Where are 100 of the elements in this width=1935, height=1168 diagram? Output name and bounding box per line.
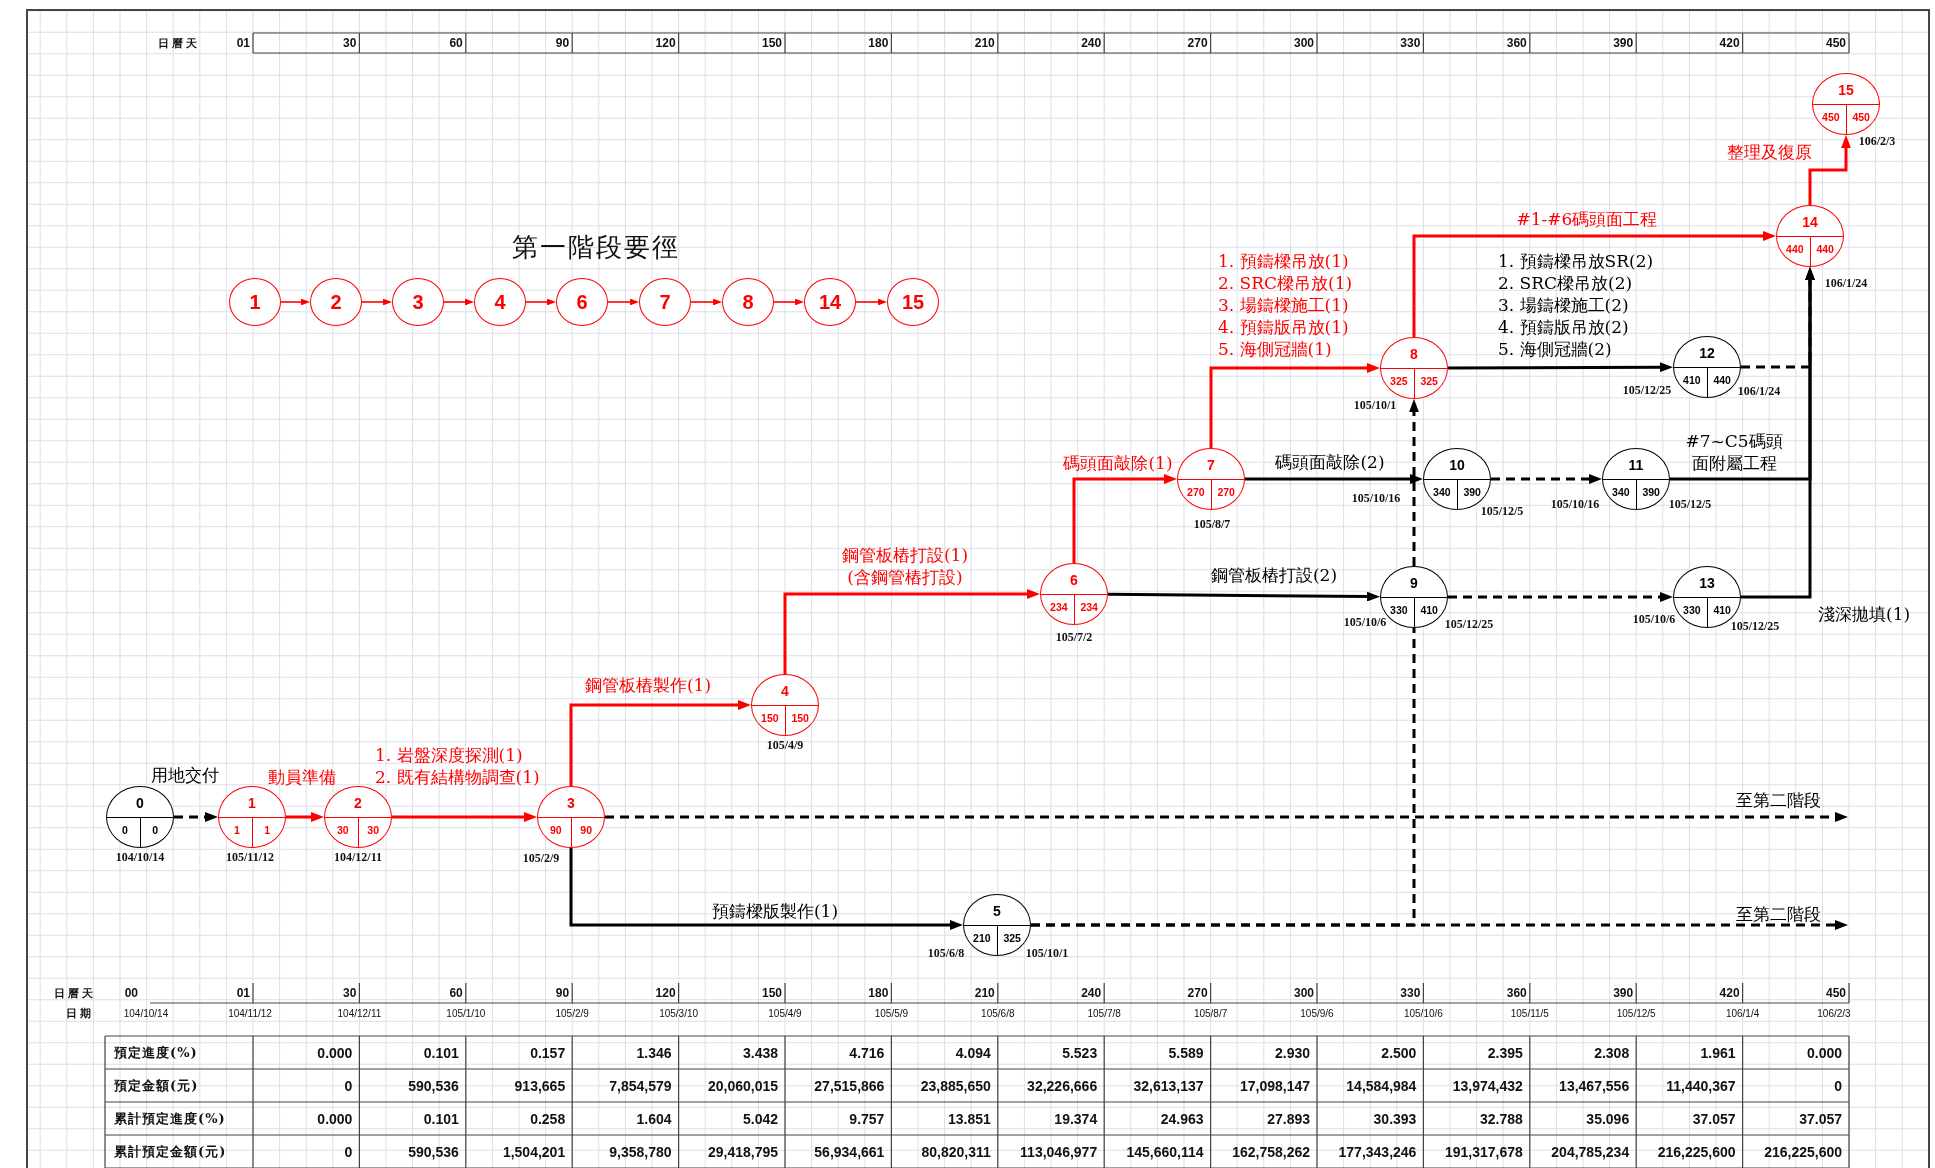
time-value: 440 [1816, 243, 1834, 256]
step-circle [392, 278, 444, 326]
time-value: 150 [761, 712, 779, 725]
day-number: 150 [761, 986, 782, 1000]
table-value: 0.101 [423, 1110, 459, 1127]
arrow [443, 298, 473, 306]
day-number: 240 [1081, 986, 1102, 1000]
date-label: 105/10/6 [1343, 614, 1387, 630]
time-value: 410 [1420, 604, 1438, 617]
row-heading: 累計預定進度(%) [114, 1109, 226, 1128]
day-number: 450 [1825, 986, 1846, 1000]
day-number: 210 [974, 36, 995, 50]
arrow [525, 298, 555, 306]
table-value: 9.757 [849, 1110, 885, 1127]
arrow [605, 812, 1846, 822]
table-value: 17,098,147 [1239, 1077, 1310, 1094]
event-circle [1673, 336, 1741, 398]
table-value: 32,226,666 [1027, 1077, 1098, 1094]
time-value: 150 [791, 712, 809, 725]
day-number: 330 [1400, 36, 1421, 50]
event-number: 8 [1410, 345, 1418, 362]
time-value: 325 [1003, 932, 1021, 945]
axis-heading: 日期 [66, 1005, 94, 1021]
table-value: 216,225,600 [1764, 1143, 1842, 1160]
arrow [1491, 474, 1600, 484]
edge-label: 整理及復原 [1726, 141, 1812, 163]
time-value: 30 [336, 824, 349, 837]
day-number: 390 [1613, 986, 1634, 1000]
time-value: 340 [1433, 486, 1451, 499]
table-value: 5.042 [742, 1110, 778, 1127]
time-value: 410 [1713, 604, 1731, 617]
edge-label: 1. 預鑄樑吊放SR(2)2. SRC樑吊放(2)3. 場鑄樑施工(2)4. 預鑄版吊放(2)5. 海側冠牆(2) [1498, 250, 1654, 360]
day-number: 300 [1293, 986, 1314, 1000]
date-label: 105/9/6 [1300, 1007, 1334, 1019]
time-value: 1 [264, 824, 271, 837]
date-label: 105/10/1 [1025, 945, 1069, 961]
day-number: 120 [655, 986, 676, 1000]
table-value: 2.930 [1274, 1044, 1310, 1061]
time-value: 330 [1390, 604, 1408, 617]
table-value: 27.893 [1267, 1110, 1310, 1127]
time-value: 0 [152, 824, 159, 837]
table-value: 204,785,234 [1551, 1143, 1630, 1160]
day-number: 60 [449, 986, 463, 1000]
arrow [280, 298, 309, 306]
event-number: 3 [567, 794, 575, 811]
table-value: 27,515,866 [814, 1077, 885, 1094]
date-label: 105/10/1 [1353, 397, 1397, 413]
event-circle [106, 786, 174, 848]
day-number: 90 [555, 986, 570, 1000]
time-value: 330 [1683, 604, 1701, 617]
table-value: 37.057 [1799, 1110, 1842, 1127]
edge-label: 淺深拋填(1) [1818, 603, 1911, 625]
step-number: 3 [412, 290, 424, 314]
arrow [1108, 591, 1378, 602]
day-number: 180 [868, 36, 889, 50]
step-circle [229, 278, 281, 326]
date-label: 105/2/9 [522, 850, 560, 866]
arrow [1448, 592, 1671, 602]
event-number: 11 [1628, 456, 1644, 473]
time-value: 270 [1187, 486, 1205, 499]
time-value: 90 [580, 824, 592, 837]
date-label: 105/1/10 [446, 1007, 486, 1019]
table-value: 11,440,367 [1666, 1077, 1736, 1094]
day-number: 00 [124, 986, 138, 1000]
date-label: 105/10/6 [1632, 611, 1676, 627]
table-value: 590,536 [408, 1143, 459, 1160]
date-label: 105/6/8 [981, 1007, 1015, 1019]
day-number: 300 [1293, 36, 1314, 50]
step-circle [804, 278, 856, 326]
arrow [1741, 269, 1815, 599]
date-label: 105/12/5 [1616, 1007, 1656, 1019]
day-number: 210 [974, 986, 995, 1000]
date-label: 106/1/24 [1824, 275, 1868, 291]
arrow [1448, 362, 1671, 373]
table-value: 23,885,650 [920, 1077, 991, 1094]
table-value: 13,974,432 [1452, 1077, 1523, 1094]
table-value: 32.788 [1479, 1110, 1523, 1127]
table-value: 0 [1834, 1077, 1842, 1094]
arrow [361, 298, 391, 306]
table-value: 1,504,201 [502, 1143, 566, 1160]
arrow [1072, 474, 1175, 563]
event-number: 9 [1410, 574, 1418, 591]
table-value: 5.523 [1062, 1044, 1098, 1061]
arrow [569, 700, 749, 786]
date-label: 105/7/2 [1055, 629, 1093, 645]
date-label: 105/11/12 [226, 849, 274, 865]
arrow [392, 812, 535, 822]
event-number: 5 [993, 902, 1001, 919]
day-number: 90 [555, 36, 570, 50]
axis-heading: 日曆天 [54, 985, 96, 1001]
table-value: 0 [344, 1143, 353, 1160]
table-value: 4.716 [849, 1044, 885, 1061]
step-number: 1 [249, 290, 261, 314]
step-circle [474, 278, 526, 326]
date-label: 105/8/7 [1193, 1007, 1228, 1019]
date-label: 105/12/5 [1480, 503, 1524, 519]
diagram-title: 第一階段要徑 [512, 230, 680, 264]
date-label: 105/10/16 [1550, 496, 1600, 512]
event-circle [1040, 563, 1108, 625]
date-label: 104/10/14 [115, 849, 165, 865]
